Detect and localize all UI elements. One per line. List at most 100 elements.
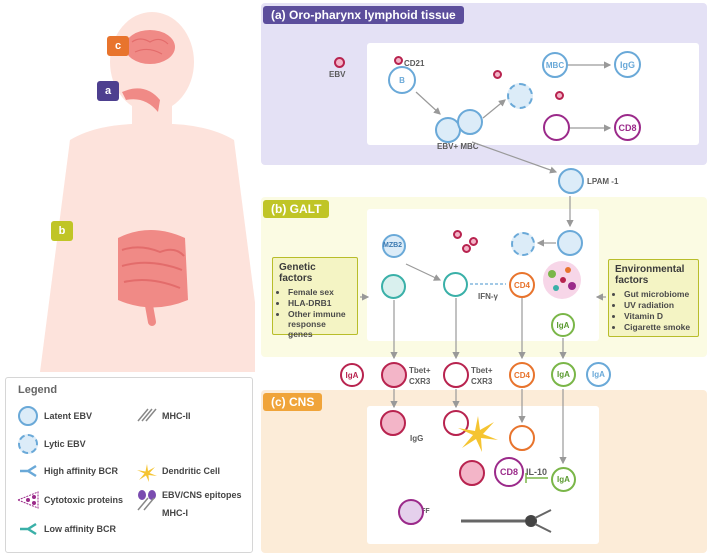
panel-b-title: GALT: [289, 202, 322, 216]
human-body-illustration: [40, 12, 255, 372]
panel-a-letter: (a): [271, 8, 286, 22]
environmental-factor-item: Gut microbiome: [624, 289, 692, 299]
body-label-b: b: [51, 221, 73, 241]
cns-iga-cell: IgA: [551, 467, 576, 492]
neuron: [461, 509, 552, 533]
transit-cd4-label: CD4: [513, 370, 530, 380]
lytic-ebv-icon: [18, 434, 38, 454]
environmental-factor-item: Vitamin D: [624, 311, 692, 321]
lpam-label: LPAM -1: [587, 177, 619, 186]
environmental-factors-box: Environmental factors Gut microbiome UV …: [608, 259, 699, 337]
panel-b-header: (b) GALT: [263, 200, 330, 218]
galt-virion-3: [462, 244, 471, 253]
latent-ebv-icon: [18, 406, 38, 426]
dendritic-cell: [458, 416, 498, 452]
panel-b-letter: (b): [271, 202, 287, 216]
cytotoxic-t-cell: [543, 114, 570, 141]
legend-mhc2: MHC-II: [162, 411, 191, 421]
galt-lytic-cell: [511, 232, 535, 256]
epitopes-icon: [138, 490, 156, 500]
transit-iga-mid: IgA: [551, 362, 576, 387]
cns-baff-cell: [398, 499, 424, 525]
free-virion-1: [493, 70, 502, 79]
dendritic-cell-icon: [137, 464, 157, 482]
cd8-label: CD8: [618, 122, 637, 133]
cns-iga-label: IgA: [557, 475, 570, 484]
cns-il10-label: IL-10: [526, 467, 548, 477]
intestine-organ: [118, 230, 188, 326]
galt-cd4-cell: CD4: [509, 272, 535, 298]
cns-cd4-cell: [509, 425, 535, 451]
galt-cd4-label: CD4: [513, 280, 530, 290]
cytotoxic-proteins-icon: [16, 491, 39, 509]
igg-label: IgG: [620, 59, 635, 70]
panel-a-title: Oro-pharynx lymphoid tissue: [289, 8, 456, 22]
lytic-ebv-cell: [507, 83, 533, 109]
legend: Legend Latent EBV Lytic EBV High affinit…: [5, 377, 253, 553]
environmental-factor-item: Cigarette smoke: [624, 322, 692, 332]
galt-latent-cell: [381, 274, 406, 299]
genetic-factors-box: Genetic factors Female sex HLA-DRB1 Othe…: [272, 257, 358, 339]
genetic-factors-title: Genetic factors: [279, 262, 316, 284]
transit-iga-left-label: IgA: [345, 370, 359, 380]
legend-lytic: Lytic EBV: [44, 439, 86, 449]
transit-tbet-cell-1: [381, 362, 407, 388]
legend-latent: Latent EBV: [44, 411, 93, 421]
latent-ebv-cell-2: [457, 109, 483, 135]
transit-iga-mid-label: IgA: [557, 370, 570, 379]
migrating-ebv-cell: [558, 168, 584, 194]
mzb2-cell: [382, 234, 406, 258]
microbiome-cluster: [543, 261, 581, 299]
legend-cytotoxic: Cytotoxic proteins: [44, 495, 124, 505]
mbc-label: MBC: [545, 60, 565, 70]
panel-c-title: CNS: [289, 395, 315, 409]
genetic-factor-item: Other immune response genes: [288, 309, 351, 339]
transit-cd4-cell: CD4: [509, 362, 535, 388]
mhc-ii-icon: [137, 408, 157, 422]
legend-title: Legend: [18, 384, 58, 396]
b-cell: B: [388, 66, 416, 94]
mhc-i-icon: [137, 497, 155, 511]
ebv-mbc-label: EBV+ MBC: [437, 142, 479, 151]
transit-tbet-label-2: Tbet+: [471, 366, 493, 375]
ebv-label: EBV: [329, 70, 346, 79]
galt-b-cell: [443, 272, 468, 297]
transit-iga-left: IgA: [340, 363, 364, 387]
panel-a-header: (a) Oro-pharynx lymphoid tissue: [263, 6, 464, 24]
b-cell-label: B: [399, 75, 405, 85]
legend-high-bcr: High affinity BCR: [44, 466, 118, 476]
transit-iga-right-label: IgA: [592, 370, 605, 379]
cd21-ebv-bound: [394, 56, 403, 65]
environmental-factor-item: UV radiation: [624, 300, 692, 310]
ifn-label: IFN-γ: [478, 292, 498, 301]
galt-virion-2: [469, 237, 478, 246]
cns-b-cell-2: [443, 410, 469, 436]
environmental-factors-title: Environmental factors: [615, 264, 685, 286]
mbc-cell: MBC: [542, 52, 568, 78]
cd8-cell: CD8: [614, 114, 641, 141]
ebv-virion: [334, 57, 345, 68]
free-virion-2: [555, 91, 564, 100]
cd21-label: CD21: [404, 59, 425, 68]
cns-cd8-cell: CD8: [494, 457, 524, 487]
low-affinity-bcr-icon: [20, 522, 37, 536]
galt-iga-label: IgA: [556, 320, 570, 330]
transit-tbet-cell-2: [443, 362, 469, 388]
high-affinity-bcr-icon: [20, 464, 37, 478]
mzb2-label: MZB2: [383, 242, 403, 249]
panel-c-header: (c) CNS: [263, 393, 323, 411]
panel-c-letter: (c): [271, 395, 286, 409]
cns-igg-label: IgG: [410, 434, 424, 443]
cns-cd8-label: CD8: [499, 467, 518, 477]
igg-plasma-cell: IgG: [614, 51, 641, 78]
transit-tbet-label-1: Tbet+: [409, 366, 431, 375]
genetic-factor-item: HLA-DRB1: [288, 298, 351, 308]
legend-mhc1: MHC-I: [162, 508, 188, 518]
body-label-c: c: [107, 36, 129, 56]
transit-cxr-label-2: CXR3: [471, 377, 493, 386]
transit-cxr-label-1: CXR3: [409, 377, 431, 386]
legend-low-bcr: Low affinity BCR: [44, 524, 116, 534]
galt-iga-cell: IgA: [551, 313, 575, 337]
cns-b-cell-1: [380, 410, 406, 436]
